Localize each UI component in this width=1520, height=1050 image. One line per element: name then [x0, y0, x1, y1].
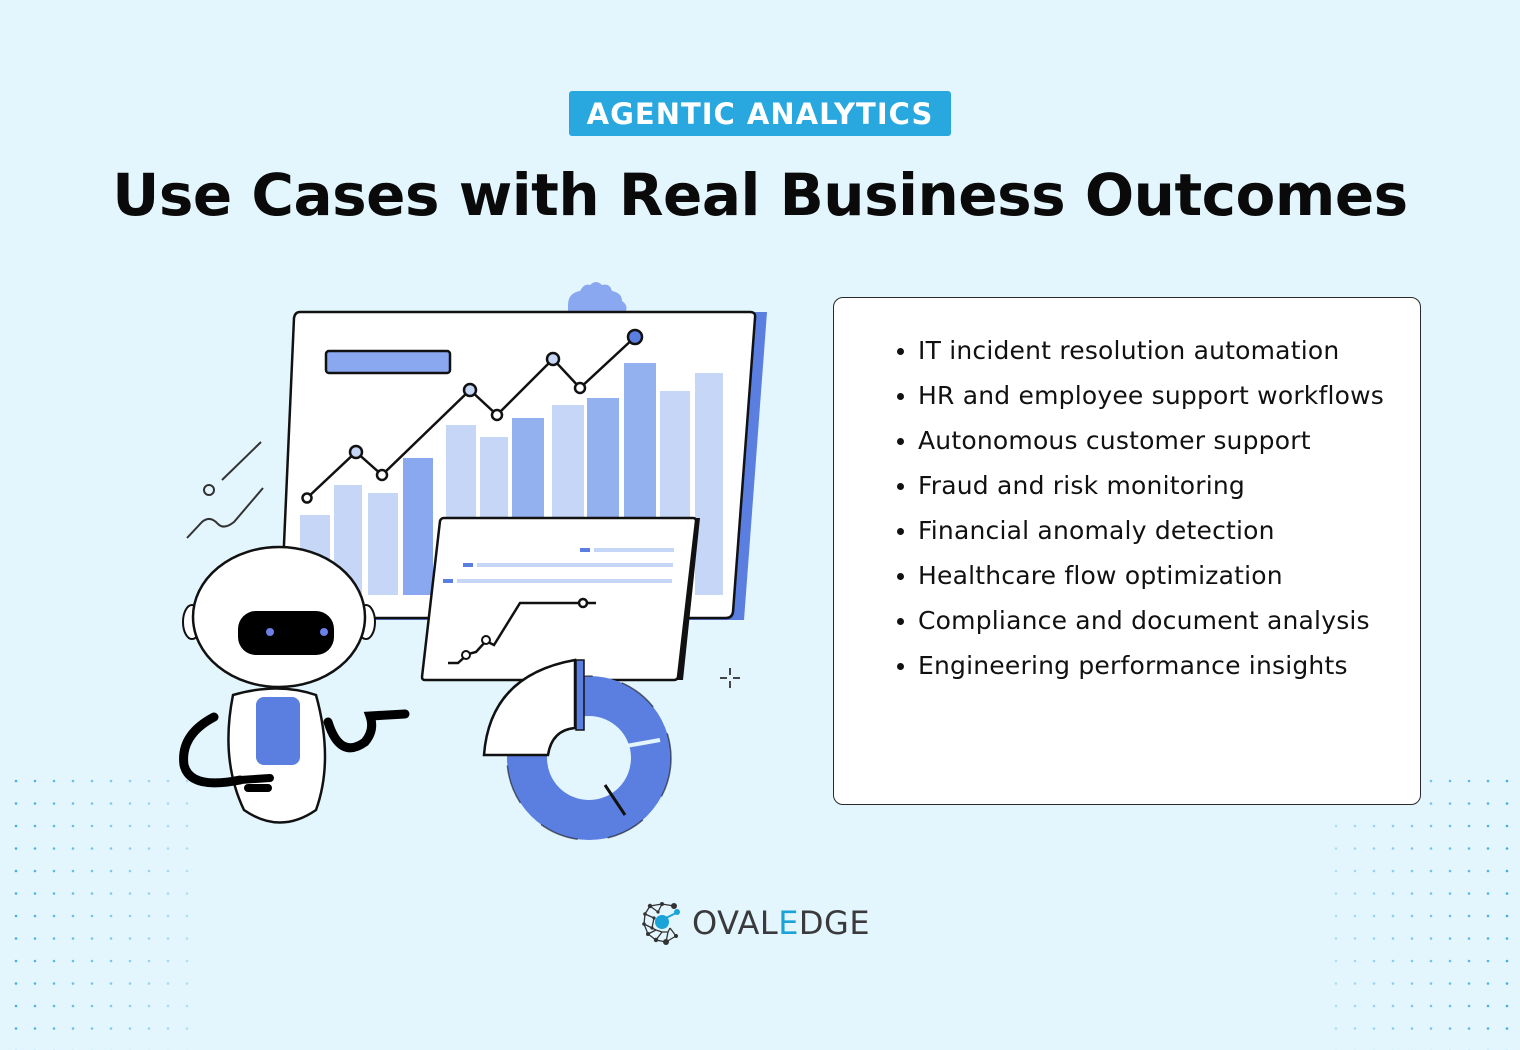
list-item: Fraud and risk monitoring	[894, 463, 1404, 508]
list-item: Autonomous customer support	[894, 418, 1404, 463]
list-item: Compliance and document analysis	[894, 598, 1404, 643]
line-chart-icon	[301, 328, 644, 504]
use-cases-card: IT incident resolution automation HR and…	[833, 297, 1421, 805]
donut-chart-icon	[482, 658, 672, 840]
eyebrow-badge: AGENTIC ANALYTICS	[569, 91, 951, 136]
dot-pattern-right	[1320, 770, 1520, 1050]
dot-pattern-left	[0, 770, 200, 1050]
gear-icon	[568, 282, 627, 311]
page-title: Use Cases with Real Business Outcomes	[112, 161, 1408, 229]
analytics-illustration	[179, 282, 767, 840]
list-item: Financial anomaly detection	[894, 508, 1404, 553]
list-item: Engineering performance insights	[894, 643, 1404, 688]
list-item: HR and employee support workflows	[894, 373, 1404, 418]
list-item: IT incident resolution automation	[894, 328, 1404, 373]
decorative-lines	[186, 441, 264, 539]
logo-wordmark: OVALEDGE	[692, 904, 871, 942]
use-cases-list: IT incident resolution automation HR and…	[894, 328, 1404, 688]
network-node-icon	[642, 902, 680, 945]
robot-icon	[179, 545, 410, 824]
list-item: Healthcare flow optimization	[894, 553, 1404, 598]
ovaledge-logo: OVALEDGE	[640, 898, 870, 948]
line-chart-panel	[420, 516, 700, 682]
sparkle-icon	[720, 668, 740, 688]
